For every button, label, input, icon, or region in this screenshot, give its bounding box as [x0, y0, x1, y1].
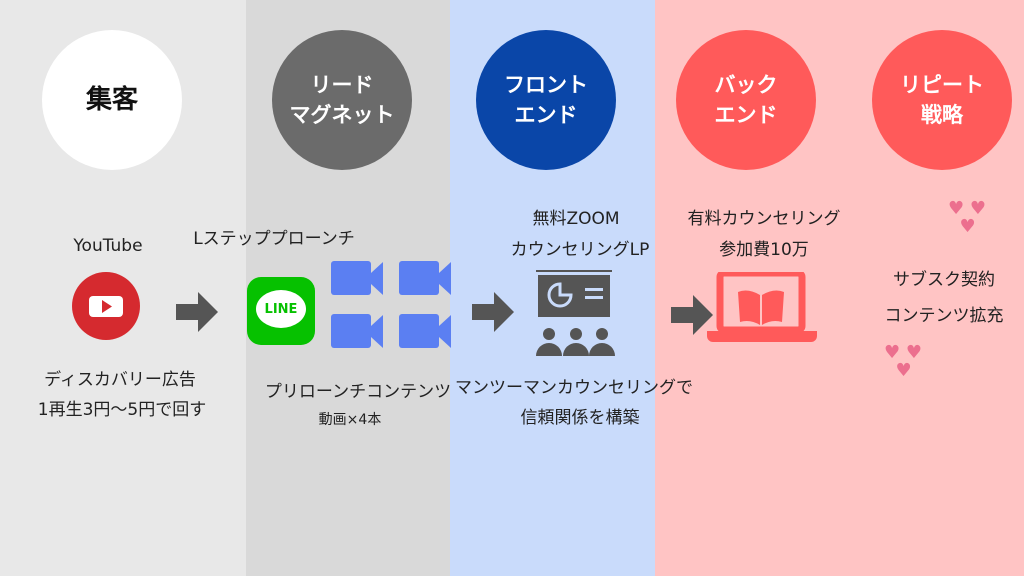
repeat-line-1: サブスク契約	[893, 270, 995, 290]
youtube-title: YouTube	[73, 236, 143, 256]
lstep-title: Lステッププローンチ	[193, 229, 355, 249]
arrow-icon	[176, 292, 218, 332]
stage-repeat: リピート 戦略	[872, 30, 1012, 170]
lstep-desc-1: プリローンチコンテンツ	[264, 382, 452, 402]
front-desc-2: 信頼関係を構築	[520, 408, 640, 428]
video-icons	[331, 261, 451, 348]
lstep-desc-2: 動画×4本	[318, 412, 382, 428]
back-title-2: 参加費10万	[719, 240, 809, 260]
line-logo: LINE	[247, 277, 315, 345]
stage-back-end: バック エンド	[676, 30, 816, 170]
front-desc-1: マンツーマンカウンセリングで	[455, 378, 693, 398]
arrow-icon	[671, 295, 713, 335]
line-logo-text: LINE	[256, 290, 306, 328]
stage-front-end: フロント エンド	[476, 30, 616, 170]
stage-attract: 集客	[42, 30, 182, 170]
youtube-icon	[72, 272, 140, 340]
front-title-1: 無料ZOOM	[532, 209, 620, 229]
youtube-desc-1: ディスカバリー広告	[44, 370, 196, 390]
laptop-book-icon	[707, 272, 817, 342]
hearts-icon: ♥ ♥ ♥	[884, 342, 922, 381]
arrow-icon	[472, 292, 514, 332]
stage-lead-magnet: リード マグネット	[272, 30, 412, 170]
hearts-icon: ♥ ♥ ♥	[948, 198, 986, 237]
repeat-line-2: コンテンツ拡充	[884, 306, 1004, 326]
presentation-icon	[536, 270, 615, 356]
youtube-desc-2: 1再生3円～5円で回す	[37, 400, 207, 420]
front-title-2: カウンセリングLP	[510, 240, 650, 260]
back-title-1: 有料カウンセリング	[687, 209, 841, 229]
